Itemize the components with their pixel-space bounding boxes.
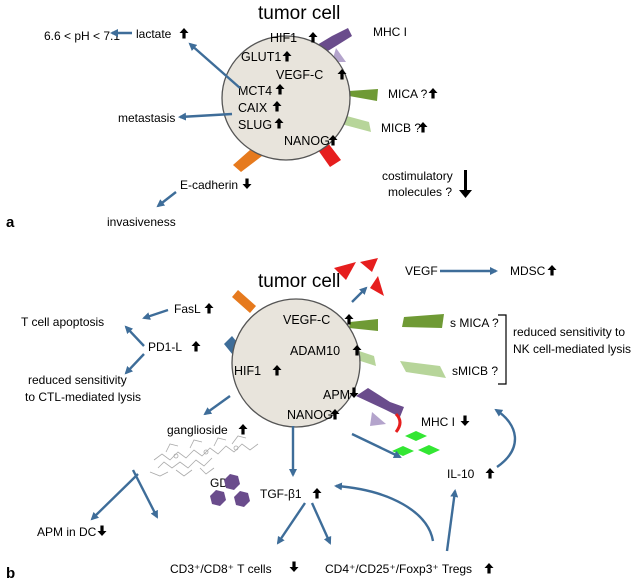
panel-b: b tumor cell VEGF-C ADAM10 HIF1 APM [6,258,631,581]
mica-receptor-b [349,319,378,331]
lactate-label: lactate [136,27,172,41]
ecadherin-label: E-cadherin [180,178,238,192]
il10-diamonds [392,431,440,456]
reduced-nk-line1: reduced sensitivity to [513,325,625,339]
smica-label: s MICA ? [450,316,499,330]
up-arrow-icon [191,341,201,352]
mdsc-label: MDSC [510,264,546,278]
cell-label-glut1: GLUT1 [241,50,281,64]
down-arrow-icon [289,561,299,572]
cd3cd8-label: CD3⁺/CD8⁺ T cells [170,562,272,576]
tumor-cell-title-b: tumor cell [258,271,340,292]
up-arrow-icon [428,88,438,99]
up-arrow-icon [484,563,494,574]
arrows-a [110,29,241,208]
arrows-b [90,267,517,552]
vegf-triangles [334,258,384,296]
panel-label-b: b [6,565,15,581]
reduced-ctl-line1: reduced sensitivity [28,373,127,387]
up-arrow-icon [485,468,495,479]
micb-label: MICB ? [381,121,421,135]
cell-label-adam10: ADAM10 [290,344,340,358]
tregs-label: CD4⁺/CD25⁺/Foxp3⁺ Tregs [325,562,472,576]
apm-dc-label: APM in DC [37,525,97,539]
metastasis-label: metastasis [118,111,175,125]
cell-label-hif1: HIF1 [270,31,297,45]
mhc1-label-b: MHC I [421,415,455,429]
cell-label-slug: SLUG [238,118,272,132]
up-arrow-icon [312,488,322,499]
nk-bracket [498,314,507,385]
tumor-cell-b [231,298,361,428]
cell-label-nanog: NANOG [284,134,330,148]
costim-receptor-a [318,143,341,167]
ph-label: 6.6 < pH < 7.1 [44,29,120,43]
down-arrow-icon [242,178,252,189]
cell-label-nanog-b: NANOG [287,408,333,422]
cell-label-hif1-b: HIF1 [234,364,261,378]
il10-label: IL-10 [447,467,475,481]
costim-label-line1: costimulatory [382,169,453,183]
up-arrow-icon [238,424,248,435]
vegf-label: VEGF [405,264,438,278]
micb-receptor-a [341,115,371,132]
pd1l-label: PD1-L [148,340,182,354]
costim-label-line2: molecules ? [388,185,452,199]
tumor-cell-a [221,35,351,161]
invasiveness-label: invasiveness [107,215,176,229]
smica-shape [402,314,444,328]
tgfb1-label: TGF-β1 [260,487,302,501]
gd3-molecule-icon [149,435,259,477]
down-arrow-icon [97,525,107,536]
ganglioside-label: ganglioside [167,423,228,437]
up-arrow-icon [547,265,557,276]
smicb-label: sMICB ? [452,364,498,378]
reduced-nk-line2: NK cell-mediated lysis [513,342,631,356]
cell-label-apm: APM [323,388,350,402]
tgf-hexagons [210,474,250,507]
ecadherin-receptor-a [233,150,262,172]
cell-label-vegfc-b: VEGF-C [283,313,330,327]
tcell-apoptosis-label: T cell apoptosis [21,315,104,329]
mica-receptor-a [349,89,378,101]
mica-label: MICA ? [388,87,428,101]
down-arrow-icon [460,415,470,426]
up-arrow-icon [179,28,189,39]
cell-label-caix: CAIX [238,101,268,115]
up-arrow-icon [204,303,214,314]
smicb-shape [400,361,446,378]
mhc1-receptor-b [356,388,404,433]
tumor-cell-title-a: tumor cell [258,3,340,24]
reduced-ctl-line2: to CTL-mediated lysis [25,390,141,404]
fasl-label: FasL [174,302,201,316]
mhc1-label-a: MHC I [373,25,407,39]
panel-label-a: a [6,214,15,231]
fasl-receptor [232,290,256,313]
cell-label-vegfc: VEGF-C [276,68,323,82]
panel-a: a tumor cell HIF1 GLUT1 VEGF-C MCT4 CAIX… [6,3,472,231]
down-arrow-icon [459,170,472,198]
cell-label-mct4: MCT4 [238,84,272,98]
